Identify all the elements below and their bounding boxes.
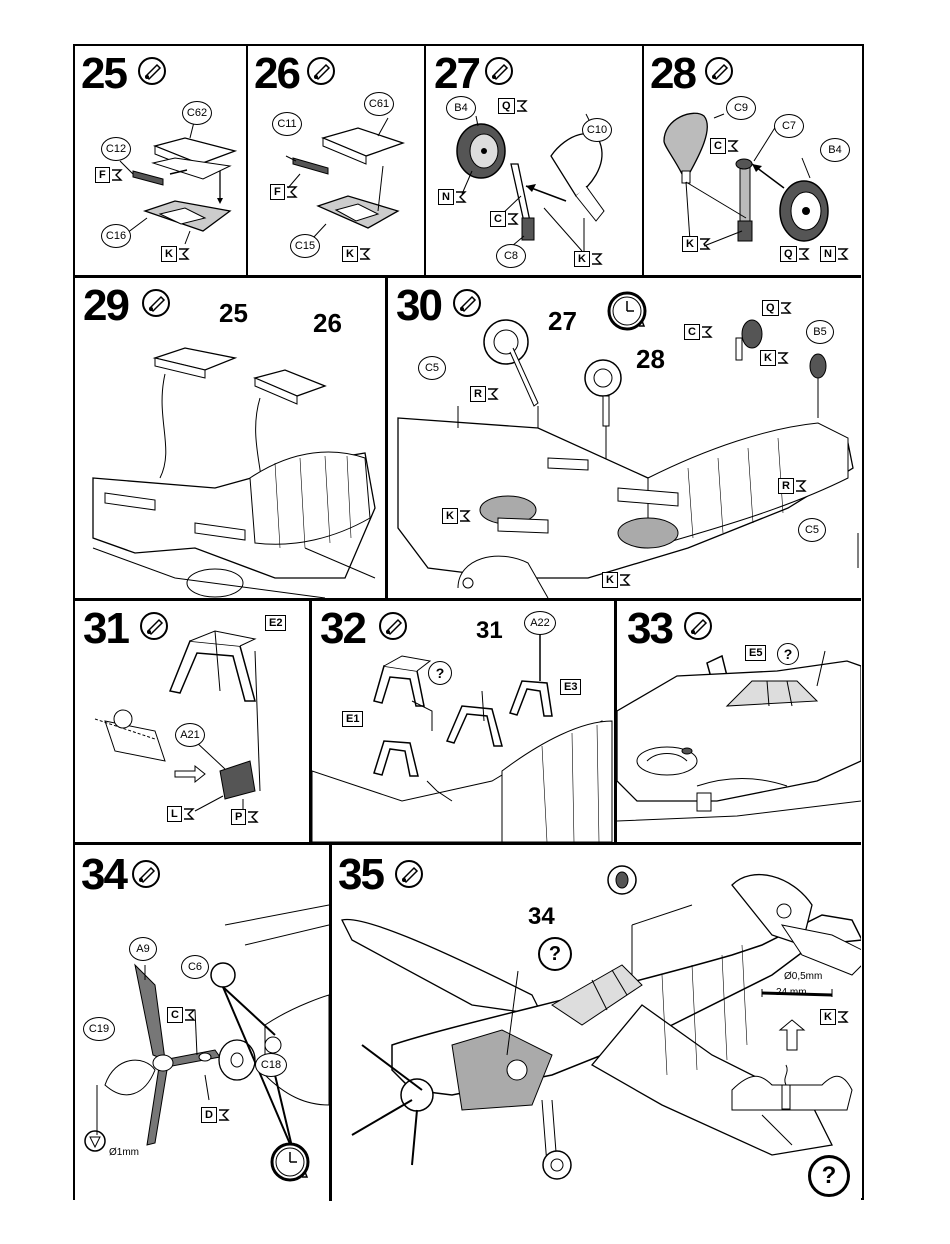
step-31-panel: 31 A21 E2 L P xyxy=(75,601,309,842)
step-35-panel: 35 34 xyxy=(332,845,861,1200)
paint-flag: Q xyxy=(762,300,792,316)
step-33-panel: 33 E5 ? xyxy=(617,601,861,842)
question-icon: ? xyxy=(538,937,572,971)
part-label: C8 xyxy=(496,244,526,268)
part-label: C5 xyxy=(798,518,826,542)
paint-flag: K xyxy=(602,572,631,588)
part-label: C61 xyxy=(364,92,394,116)
step-27-panel: 27 B4 C10 C8 Q N C K xyxy=(426,46,642,275)
instruction-sheet: 25 C62 C12 C16 F K 26 xyxy=(73,44,864,1200)
question-icon: ? xyxy=(808,1155,850,1197)
step-26-diagram xyxy=(248,46,424,275)
part-label: C12 xyxy=(101,137,131,161)
paint-flag: R xyxy=(778,478,807,494)
step-26-panel: 26 C61 C11 C15 F K xyxy=(248,46,424,275)
diameter-label: Ø0,5mm xyxy=(784,971,822,982)
diameter-label: Ø1mm xyxy=(109,1147,139,1158)
paint-flag: P xyxy=(231,809,259,825)
part-tag: E2 xyxy=(265,615,286,631)
paint-flag: K xyxy=(442,508,471,524)
part-label: C9 xyxy=(726,96,756,120)
part-label: C18 xyxy=(255,1053,287,1077)
paint-flag: K xyxy=(682,236,711,252)
paint-flag: K xyxy=(161,246,190,262)
paint-flag: N xyxy=(438,189,467,205)
paint-flag: F xyxy=(95,167,123,183)
step-34-panel: 34 A9 C6 C19 xyxy=(75,845,329,1200)
part-label: C62 xyxy=(182,101,212,125)
part-label: B4 xyxy=(820,138,850,162)
part-label: A9 xyxy=(129,937,157,961)
question-icon: ? xyxy=(428,661,452,685)
paint-flag: C xyxy=(490,211,519,227)
part-label: C6 xyxy=(181,955,209,979)
step-33-diagram xyxy=(617,601,861,842)
paint-flag: Q xyxy=(780,246,810,262)
step-25-diagram xyxy=(75,46,246,275)
part-label: C16 xyxy=(101,224,131,248)
paint-flag: K xyxy=(820,1009,849,1025)
clock-icon xyxy=(269,1141,311,1183)
part-label: C15 xyxy=(290,234,320,258)
part-label: A22 xyxy=(524,611,556,635)
paint-flag: Q xyxy=(498,98,528,114)
paint-flag: N xyxy=(820,246,849,262)
glue-icon xyxy=(83,1129,107,1153)
step-32-panel: 32 31 A22 ? E3 E1 xyxy=(312,601,614,842)
paint-flag: F xyxy=(270,184,298,200)
part-label: B4 xyxy=(446,96,476,120)
paint-flag: C xyxy=(710,138,739,154)
paint-flag: L xyxy=(167,806,195,822)
part-tag: E5 xyxy=(745,645,766,661)
part-label: B5 xyxy=(806,320,834,344)
part-label: C10 xyxy=(582,118,612,142)
part-label: C5 xyxy=(418,356,446,380)
paint-flag: K xyxy=(342,246,371,262)
part-label: C7 xyxy=(774,114,804,138)
part-tag: E3 xyxy=(560,679,581,695)
paint-flag: K xyxy=(760,350,789,366)
paint-flag: K xyxy=(574,251,603,267)
part-tag: E1 xyxy=(342,711,363,727)
step-29-diagram xyxy=(75,278,385,598)
paint-flag: C xyxy=(684,324,713,340)
part-label: C19 xyxy=(83,1017,115,1041)
paint-flag: R xyxy=(470,386,499,402)
step-35-diagram xyxy=(332,845,861,1200)
part-label: C11 xyxy=(272,112,302,136)
paint-flag: D xyxy=(201,1107,230,1123)
length-label: 24 mm xyxy=(776,987,807,998)
question-icon: ? xyxy=(777,643,799,665)
part-label: A21 xyxy=(175,723,205,747)
step-27-diagram xyxy=(426,46,642,275)
paint-flag: C xyxy=(167,1007,196,1023)
step-30-diagram xyxy=(388,278,861,598)
step-30-panel: 30 27 28 xyxy=(388,278,861,598)
step-28-panel: 28 C9 C7 B4 C K Q N xyxy=(644,46,861,275)
step-29-panel: 29 25 26 xyxy=(75,278,385,598)
step-25-panel: 25 C62 C12 C16 F K xyxy=(75,46,246,275)
